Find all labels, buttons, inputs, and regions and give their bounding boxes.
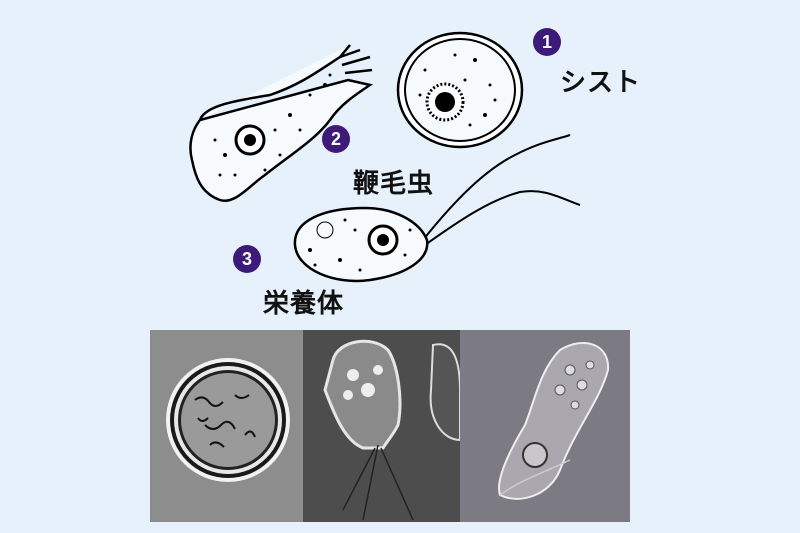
stage-1-badge: 1 xyxy=(533,28,561,56)
stage-3-badge: 3 xyxy=(233,245,261,273)
stage-3-label: 栄養体 xyxy=(263,289,345,319)
micrograph-strip xyxy=(150,330,630,522)
cyst-drawing xyxy=(396,31,524,149)
flagellate-drawing xyxy=(293,134,581,283)
cyst-micrograph xyxy=(150,330,303,522)
trophozoite-drawing xyxy=(189,44,374,203)
flagellate-micrograph xyxy=(460,330,630,522)
trophozoite-micrograph xyxy=(303,330,460,522)
stage-2-label: 鞭毛虫 xyxy=(353,169,435,199)
stage-2-badge: 2 xyxy=(322,125,350,153)
stage-1-label: シスト xyxy=(560,68,642,98)
